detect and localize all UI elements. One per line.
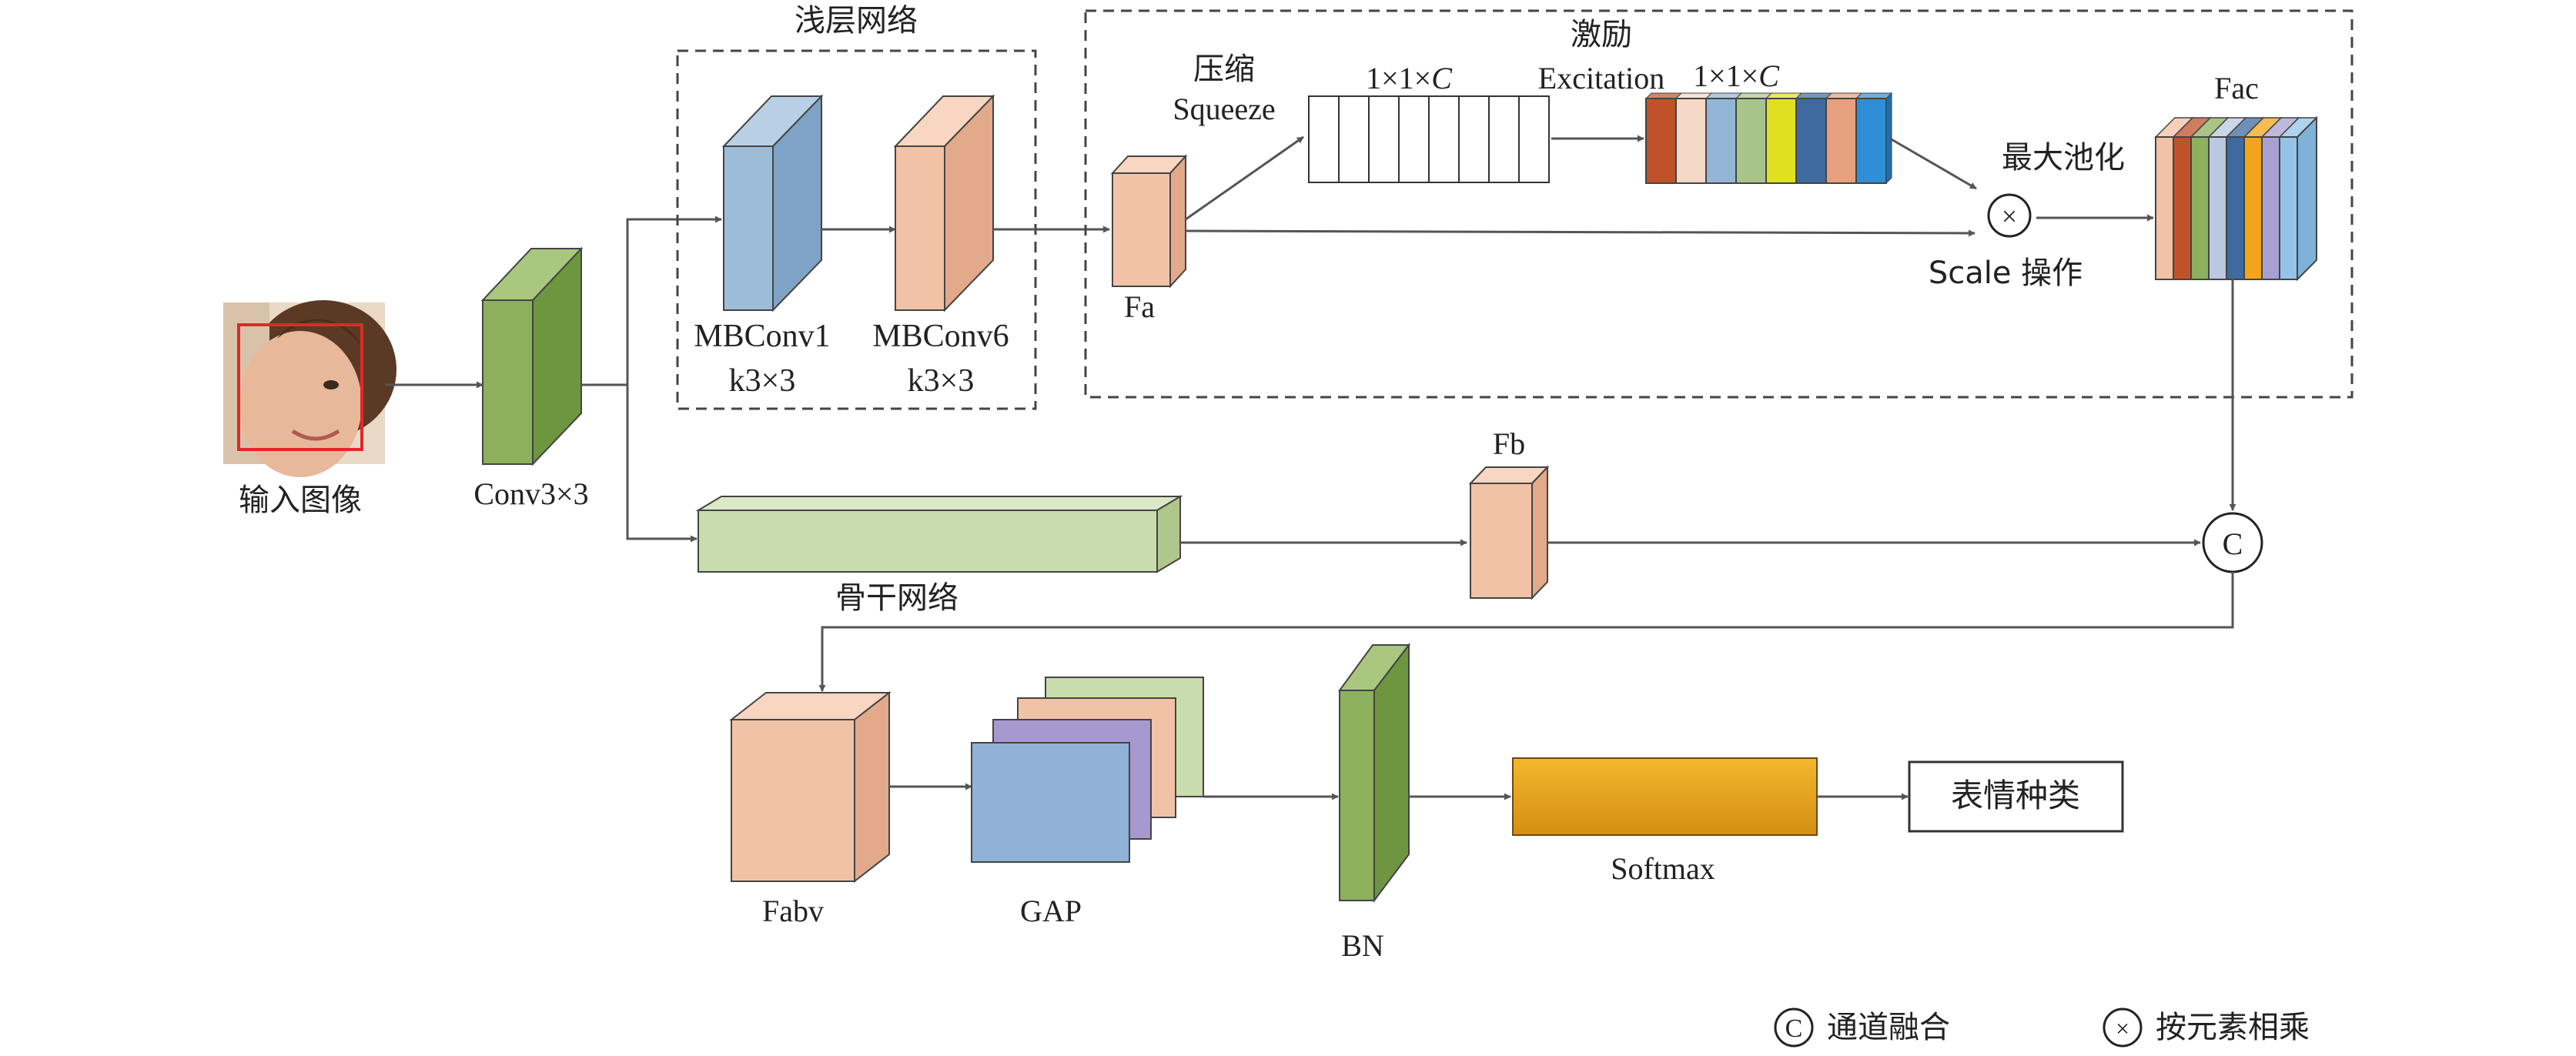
fac-slab bbox=[2208, 136, 2227, 280]
fb-label: Fb bbox=[1493, 426, 1525, 461]
mbconv6-block bbox=[893, 94, 995, 312]
gap-label: GAP bbox=[1020, 894, 1082, 928]
fac-slab bbox=[2173, 136, 2192, 280]
squeeze-vector bbox=[1308, 95, 1550, 183]
excitation-cell-top bbox=[1674, 92, 1713, 99]
fac-slab bbox=[2243, 136, 2263, 280]
arrow-fa-to-squeeze bbox=[1185, 135, 1304, 221]
excitation-en-label: Excitation bbox=[1538, 61, 1664, 95]
arrow-conv-to-shallow bbox=[581, 216, 722, 386]
mbconv1-block bbox=[721, 94, 824, 312]
output-label: 表情种类 bbox=[1951, 777, 2080, 814]
excitation-cell-top bbox=[1765, 92, 1803, 99]
bn-label: BN bbox=[1341, 928, 1384, 963]
attention-module-box bbox=[1084, 9, 2354, 399]
output-box bbox=[1908, 760, 2124, 833]
excitation-cell-top bbox=[1705, 92, 1743, 99]
scale-label: Scale 操作 bbox=[1929, 256, 2083, 291]
excitation-cell bbox=[1735, 98, 1767, 184]
backbone-label: 骨干网络 bbox=[835, 580, 958, 616]
gap-stack bbox=[971, 677, 1204, 863]
excitation-cell bbox=[1645, 98, 1677, 184]
conv-block bbox=[480, 246, 584, 466]
fac-slab bbox=[2261, 136, 2280, 280]
softmax-block bbox=[1512, 757, 1818, 836]
fac-slab bbox=[2190, 136, 2210, 280]
squeeze-cn-label: 压缩 bbox=[1193, 52, 1255, 87]
legend: C 通道融合 × 按元素相乘 bbox=[1774, 1008, 2310, 1048]
fb-block bbox=[1468, 465, 1550, 600]
fabv-label: Fabv bbox=[762, 894, 824, 928]
mbconv6-kernel: k3×3 bbox=[908, 363, 975, 399]
mbconv1-name: MBConv1 bbox=[694, 319, 830, 354]
fac-slab bbox=[2279, 136, 2298, 280]
arrow-concat-to-fabv bbox=[818, 572, 2234, 692]
excitation-cell-top bbox=[1735, 92, 1773, 99]
arrow-fa-to-multiply bbox=[1185, 229, 1975, 237]
excitation-cell bbox=[1825, 98, 1857, 184]
multiply-operator bbox=[1987, 193, 2032, 238]
backbone-block bbox=[695, 495, 1183, 573]
softmax-label: Softmax bbox=[1611, 851, 1715, 886]
fac-label: Fac bbox=[2214, 71, 2259, 105]
squeeze-cell bbox=[1488, 95, 1520, 183]
multiply-operator-symbol: × bbox=[2002, 201, 2017, 232]
squeeze-cell bbox=[1308, 95, 1340, 183]
excitation-cell-side bbox=[1885, 92, 1892, 185]
squeeze-cell bbox=[1338, 95, 1370, 183]
maxpool-label: 最大池化 bbox=[2002, 140, 2125, 175]
squeeze-cell bbox=[1458, 95, 1490, 183]
excitation-cn-label: 激励 bbox=[1571, 17, 1632, 52]
squeeze-cell bbox=[1398, 95, 1430, 183]
excitation-cell bbox=[1765, 98, 1797, 184]
fabv-block bbox=[729, 690, 892, 884]
legend-concat-text: 通道融合 bbox=[1827, 1010, 1950, 1045]
legend-concat-symbol: C bbox=[1785, 1014, 1803, 1043]
excitation-cell-top bbox=[1825, 92, 1863, 99]
input-label: 输入图像 bbox=[239, 483, 362, 518]
mbconv1-kernel: k3×3 bbox=[729, 363, 796, 399]
fa-label: Fa bbox=[1124, 289, 1155, 324]
excitation-cell-top bbox=[1644, 92, 1683, 99]
fa-block bbox=[1110, 154, 1188, 289]
excitation-cell-top bbox=[1855, 92, 1893, 99]
excitation-cell bbox=[1705, 98, 1737, 184]
input-face-image bbox=[223, 300, 396, 477]
squeeze-cell bbox=[1518, 95, 1550, 183]
bn-block bbox=[1338, 643, 1411, 903]
arrow-conv-to-backbone bbox=[626, 385, 698, 543]
excitation-cell bbox=[1675, 98, 1707, 184]
excitation-vector bbox=[1644, 92, 1893, 185]
squeeze-vector-label: 1×1×C bbox=[1366, 61, 1453, 95]
concat-operator-symbol: C bbox=[2223, 526, 2243, 561]
face-detection-box bbox=[237, 323, 363, 451]
conv-label: Conv3×3 bbox=[473, 476, 588, 511]
excitation-cell-top bbox=[1795, 92, 1833, 99]
legend-multiply-symbol: × bbox=[2116, 1014, 2129, 1042]
mbconv6-name: MBConv6 bbox=[872, 319, 1009, 354]
excitation-vector-label: 1×1×C bbox=[1693, 58, 1780, 93]
legend-multiply-text: 按元素相乘 bbox=[2156, 1010, 2310, 1045]
legend-multiply-icon bbox=[2103, 1008, 2143, 1048]
fac-slab bbox=[2226, 136, 2245, 280]
fac-slab-side bbox=[2297, 115, 2317, 282]
excitation-cell bbox=[1855, 98, 1887, 184]
legend-concat-icon bbox=[1774, 1008, 1814, 1048]
fac-stack bbox=[2154, 115, 2318, 282]
squeeze-cell bbox=[1368, 95, 1400, 183]
excitation-cell bbox=[1795, 98, 1827, 184]
fac-slab bbox=[2155, 136, 2174, 280]
squeeze-cell bbox=[1428, 95, 1460, 183]
arrow-excitation-to-multiply bbox=[1889, 137, 1977, 190]
shallow-title: 浅层网络 bbox=[795, 3, 918, 38]
squeeze-en-label: Squeeze bbox=[1173, 92, 1275, 126]
